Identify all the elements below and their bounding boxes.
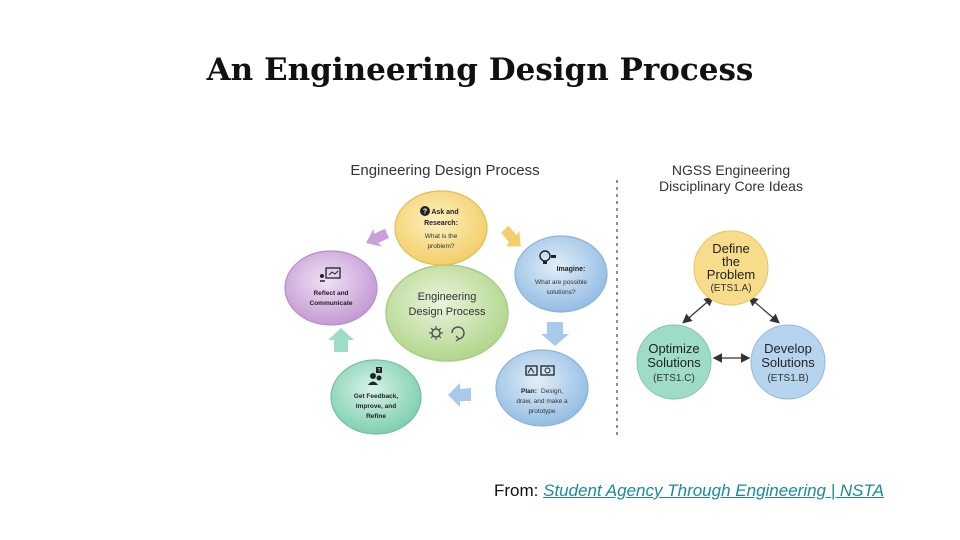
right-heading-line1: NGSS Engineering — [672, 162, 790, 178]
people-icon: ? — [368, 367, 382, 385]
left-diagram-heading: Engineering Design Process — [350, 162, 539, 179]
arrow-plan-to-feedback — [448, 383, 471, 407]
step-ask-research: ? Ask and Research: What is the problem? — [394, 190, 488, 266]
slide-title: An Engineering Design Process — [206, 52, 754, 88]
arrow-feedback-to-reflect — [328, 328, 354, 352]
source-citation: From: Student Agency Through Engineering… — [494, 481, 884, 501]
gear-icon — [429, 326, 443, 340]
cycle-arrows — [328, 225, 569, 407]
step-feedback-line-2: Improve, and — [356, 403, 396, 410]
ngss-node-develop: Develop Solutions (ETS1.B) — [750, 324, 826, 400]
step-ask-title-2: Research: — [424, 220, 458, 227]
arrow-reflect-to-ask — [366, 228, 390, 247]
develop-code: (ETS1.B) — [767, 373, 808, 384]
define-line-1: Define — [712, 241, 750, 256]
step-imagine-sub-1: What are possible — [535, 279, 587, 286]
lightbulb-icon — [539, 250, 556, 264]
step-feedback-line-1: Get Feedback, — [354, 393, 399, 400]
ngss-node-define: Define the Problem (ETS1.A) — [693, 230, 769, 306]
step-reflect-line-2: Communicate — [310, 300, 353, 307]
blueprint-icon — [525, 365, 555, 376]
develop-line-2: Solutions — [761, 355, 815, 370]
optimize-line-2: Solutions — [647, 355, 701, 370]
connector-define-develop — [748, 296, 780, 324]
step-plan-title-2: Design, — [541, 388, 563, 395]
step-imagine-title: Imagine: — [557, 266, 586, 273]
step-plan: Plan: Design, draw, and make a prototype — [495, 349, 589, 427]
define-code: (ETS1.A) — [710, 283, 751, 294]
question-icon — [420, 206, 430, 216]
cycle-icon — [451, 326, 465, 342]
step-plan-sub-2: prototype — [528, 408, 555, 415]
right-heading-line2: Disciplinary Core Ideas — [659, 178, 803, 194]
svg-text:?: ? — [423, 209, 427, 216]
center-label-line2: Design Process — [408, 306, 486, 318]
connector-define-optimize — [682, 296, 714, 324]
optimize-line-1: Optimize — [648, 341, 699, 356]
step-ask-sub-1: What is the — [425, 233, 458, 240]
step-ask-title-1: Ask and — [431, 209, 458, 216]
ngss-node-optimize: Optimize Solutions (ETS1.C) — [636, 324, 712, 400]
step-ask-sub-2: problem? — [427, 243, 454, 250]
center-label-line1: Engineering — [418, 291, 477, 303]
optimize-code: (ETS1.C) — [653, 373, 695, 384]
citation-link[interactable]: Student Agency Through Engineering | NST… — [543, 481, 884, 500]
arrow-imagine-to-plan — [541, 322, 569, 346]
step-imagine-sub-2: solutions? — [546, 289, 576, 296]
step-feedback-line-3: Refine — [366, 413, 386, 420]
arrow-ask-to-imagine — [501, 225, 521, 247]
define-line-2: the — [722, 254, 740, 269]
step-imagine: Imagine: What are possible solutions? — [514, 235, 608, 313]
citation-prefix: From: — [494, 481, 544, 500]
step-plan-title: Plan: — [521, 388, 537, 395]
step-reflect-line-1: Reflect and — [313, 290, 348, 297]
step-feedback: ? Get Feedback, Improve, and Refine — [330, 359, 422, 435]
develop-line-1: Develop — [764, 341, 812, 356]
presentation-icon — [320, 267, 341, 282]
step-reflect: Reflect and Communicate — [284, 250, 378, 326]
svg-text:?: ? — [378, 368, 381, 374]
define-line-3: Problem — [707, 267, 755, 282]
step-plan-sub-1: draw, and make a — [516, 398, 568, 405]
center-node: Engineering Design Process — [385, 264, 509, 362]
